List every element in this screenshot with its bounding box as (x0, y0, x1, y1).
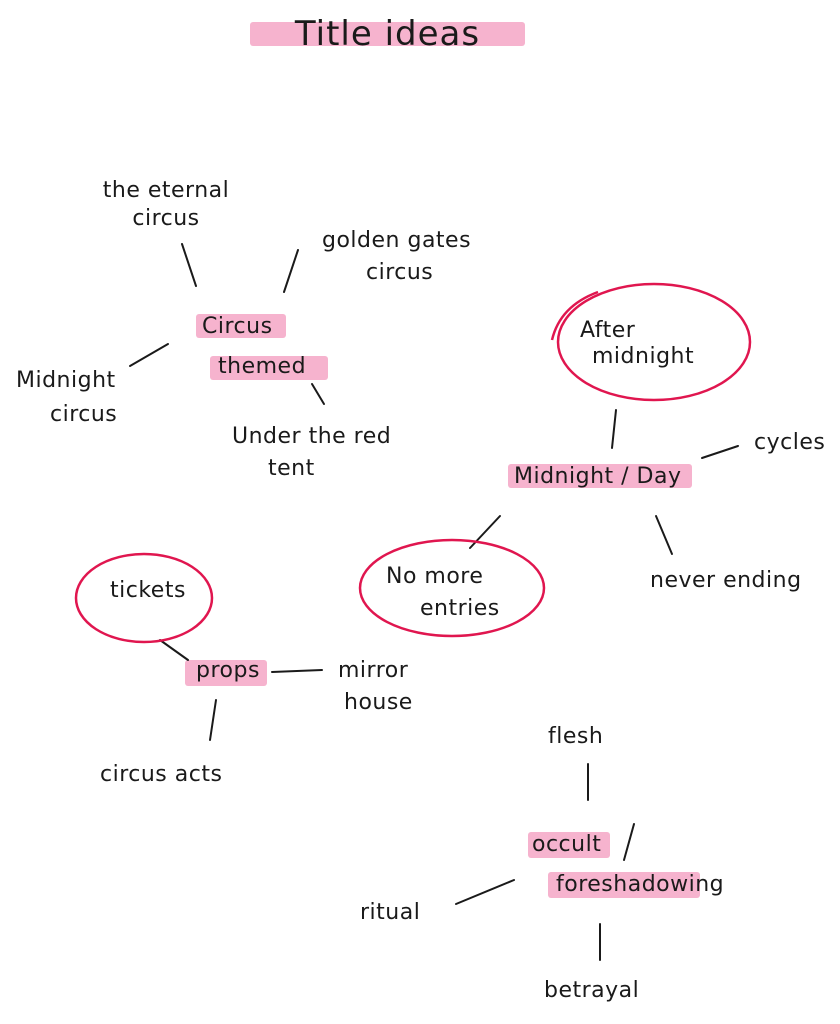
circle-after-midnight (556, 282, 752, 402)
connector-circus-acts (209, 699, 217, 741)
tickets-label: tickets (110, 578, 186, 603)
midnight-day-highlight (508, 464, 692, 488)
circus-acts-label: circus acts (100, 762, 223, 787)
title-highlight (250, 22, 525, 46)
eternal-circus-line2: circus (132, 206, 200, 231)
foreshadowing-highlight (548, 872, 700, 898)
golden-gates-line1: golden gates (322, 228, 472, 253)
after-midnight-line1: After (580, 318, 636, 343)
connector-ritual (455, 879, 515, 905)
midnight-day-center: Midnight / Day (514, 464, 682, 489)
red-tent-line2: tent (268, 456, 315, 481)
props-highlight (185, 660, 267, 686)
occult-center-line1: occult (532, 832, 602, 857)
connector-slash (623, 823, 635, 861)
props-center: props (196, 658, 260, 683)
no-more-entries-line2: entries (420, 596, 500, 621)
ritual-label: ritual (360, 900, 421, 925)
no-more-entries-line1: No more (386, 564, 484, 589)
golden-gates-line2: circus (366, 260, 434, 285)
page-title: Title ideas (294, 14, 481, 54)
red-tent-line1: Under the red (232, 424, 392, 449)
connector-tickets (159, 639, 189, 661)
connector-eternal-circus (181, 243, 197, 287)
mirror-house-line2: house (344, 690, 413, 715)
circus-center-line1: Circus (202, 314, 273, 339)
flesh-label: flesh (548, 724, 604, 749)
circle-tickets (74, 552, 214, 644)
cycles-label: cycles (754, 430, 826, 455)
mirror-house-line1: mirror (338, 658, 409, 683)
after-midnight-line2: midnight (592, 344, 695, 369)
midnight-circus-line1: Midnight (16, 368, 116, 393)
circus-center-line2: themed (218, 354, 307, 379)
never-ending-label: never ending (650, 568, 802, 593)
connector-midnight-circus (129, 343, 169, 367)
eternal-circus-line1: the eternal (102, 178, 230, 203)
circle-after-midnight-tail (550, 290, 599, 341)
connector-golden-gates (283, 249, 299, 293)
betrayal-label: betrayal (544, 978, 640, 1003)
circle-no-more-entries (358, 538, 546, 638)
connector-never-ending (655, 515, 673, 555)
circus-highlight (196, 314, 286, 338)
connector-red-tent (311, 383, 325, 405)
themed-highlight (210, 356, 328, 380)
connector-mirror-house (271, 669, 323, 673)
occult-center-line2: foreshadowing (556, 872, 725, 897)
connector-cycles (701, 445, 739, 459)
connector-after-midnight (611, 409, 617, 449)
occult-highlight (528, 832, 610, 858)
midnight-circus-line2: circus (50, 402, 118, 427)
